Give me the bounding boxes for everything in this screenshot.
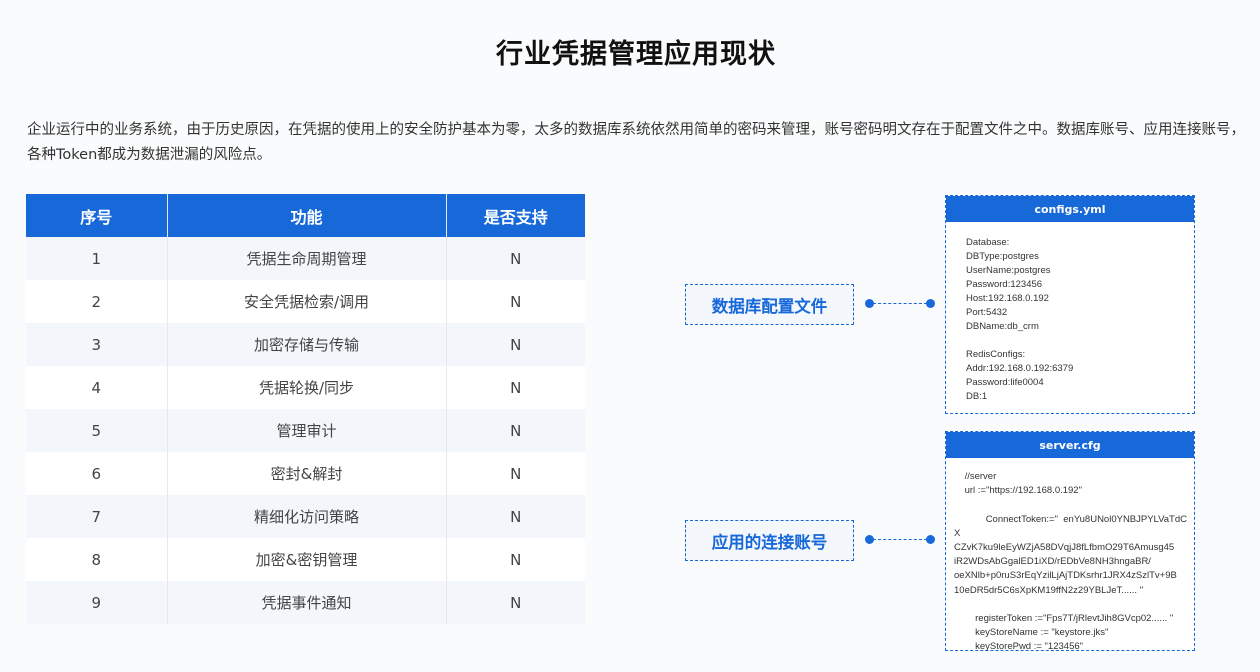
file-content: Database: DBType:postgres UserName:postg… [966, 237, 1074, 402]
feature-support-table: 序号 功能 是否支持 1 凭据生命周期管理 N 2 安全凭据检索/调用 N 3 … [26, 194, 585, 624]
row-function: 密封&解封 [167, 452, 447, 495]
row-index: 9 [26, 581, 168, 624]
connector-dot [865, 299, 874, 308]
connector-dot [926, 299, 935, 308]
connector-dot [865, 535, 874, 544]
app-account-label: 应用的连接账号 [685, 520, 854, 561]
table-row: 8 加密&密钥管理 N [26, 538, 585, 581]
header-function: 功能 [167, 194, 447, 237]
table-row: 3 加密存储与传输 N [26, 323, 585, 366]
table-row: 4 凭据轮换/同步 N [26, 366, 585, 409]
app-account-connector [865, 535, 935, 545]
intro-paragraph: 企业运行中的业务系统，由于历史原因，在凭据的使用上的安全防护基本为零，太多的数据… [27, 122, 1245, 163]
row-supported: N [446, 538, 585, 581]
row-function: 管理审计 [167, 409, 447, 452]
server-cfg-card: server.cfg //server url :="https://192.1… [945, 431, 1195, 652]
table-row: 9 凭据事件通知 N [26, 581, 585, 624]
row-supported: N [446, 495, 585, 538]
row-supported: N [446, 452, 585, 495]
configs-yml-card: configs.yml Database: DBType:postgres Us… [945, 195, 1195, 414]
connector-line [873, 539, 927, 540]
row-supported: N [446, 323, 585, 366]
page-title: 行业凭据管理应用现状 [496, 39, 776, 70]
db-config-connector [865, 299, 935, 309]
table-row: 2 安全凭据检索/调用 N [26, 280, 585, 323]
table-row: 5 管理审计 N [26, 409, 585, 452]
row-index: 3 [26, 323, 168, 366]
table-header-row: 序号 功能 是否支持 [26, 194, 585, 237]
row-supported: N [446, 237, 585, 280]
header-index: 序号 [26, 194, 168, 237]
row-function: 凭据轮换/同步 [167, 366, 447, 409]
row-function: 凭据生命周期管理 [167, 237, 447, 280]
row-function: 凭据事件通知 [167, 581, 447, 624]
table-row: 6 密封&解封 N [26, 452, 585, 495]
row-index: 8 [26, 538, 168, 581]
row-index: 5 [26, 409, 168, 452]
table-row: 1 凭据生命周期管理 N [26, 237, 585, 280]
row-supported: N [446, 581, 585, 624]
table-row: 7 精细化访问策略 N [26, 495, 585, 538]
header-supported: 是否支持 [446, 194, 585, 237]
connector-line [873, 303, 927, 304]
row-supported: N [446, 280, 585, 323]
connector-dot [926, 535, 935, 544]
file-name: configs.yml [946, 196, 1194, 222]
row-index: 4 [26, 366, 168, 409]
row-index: 6 [26, 452, 168, 495]
row-function: 加密&密钥管理 [167, 538, 447, 581]
row-function: 加密存储与传输 [167, 323, 447, 366]
row-index: 2 [26, 280, 168, 323]
row-index: 1 [26, 237, 168, 280]
row-supported: N [446, 409, 585, 452]
file-content: //server url :="https://192.168.0.192" C… [954, 471, 1188, 653]
row-function: 精细化访问策略 [167, 495, 447, 538]
file-name: server.cfg [946, 432, 1194, 458]
row-index: 7 [26, 495, 168, 538]
row-function: 安全凭据检索/调用 [167, 280, 447, 323]
row-supported: N [446, 366, 585, 409]
db-config-label: 数据库配置文件 [685, 284, 854, 325]
